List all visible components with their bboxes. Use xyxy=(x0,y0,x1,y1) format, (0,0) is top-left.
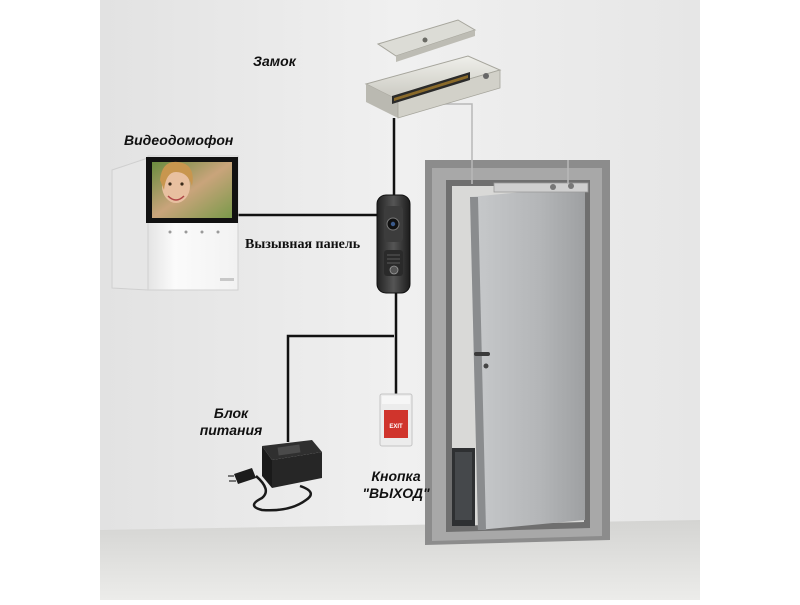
wire-panel-to-power xyxy=(286,334,394,442)
label-power-supply-line2: питания xyxy=(199,422,263,438)
label-video-intercom: Видеодомофон xyxy=(124,132,234,148)
exit-button-device: EXIT xyxy=(379,393,413,447)
wiring xyxy=(238,118,398,442)
exit-button-text: EXIT xyxy=(389,424,403,430)
lock-armature-plate xyxy=(493,182,589,193)
door-keyhole-icon xyxy=(483,363,489,369)
power-supply xyxy=(228,440,322,512)
door-handle-icon xyxy=(474,352,490,356)
call-panel xyxy=(376,194,411,294)
label-power-supply: Блок питания xyxy=(196,405,266,439)
call-button-icon xyxy=(389,265,399,275)
label-power-supply-line1: Блок xyxy=(213,405,249,421)
power-plug-icon xyxy=(234,468,256,484)
label-call-panel: Вызывная панель xyxy=(245,237,361,252)
video-intercom xyxy=(111,155,239,291)
intercom-buttons xyxy=(168,230,220,234)
label-lock: Замок xyxy=(253,53,296,69)
electromagnetic-lock xyxy=(364,19,502,119)
label-exit-button-line2: "ВЫХОД" xyxy=(362,485,430,501)
label-exit-button-line1: Кнопка xyxy=(371,468,421,484)
door-leaf xyxy=(470,182,589,530)
exit-button-red xyxy=(384,410,408,438)
lock-bracket-line xyxy=(440,103,473,184)
label-exit-button: Кнопка "ВЫХОД" xyxy=(350,468,442,502)
